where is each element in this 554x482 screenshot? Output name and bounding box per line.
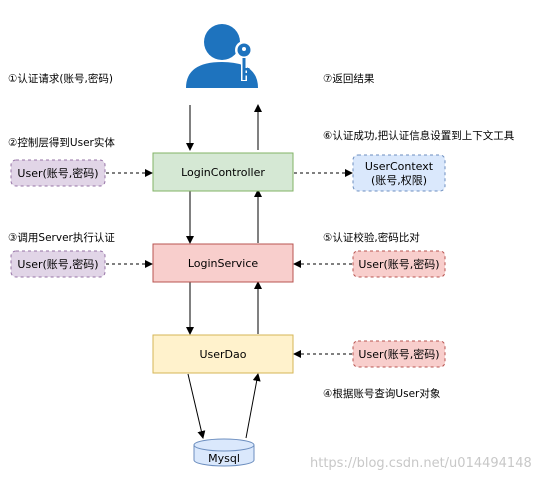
step-3-label: ③调用Server执行认证 xyxy=(8,231,115,244)
step-5-label: ⑤认证校验,密码比对 xyxy=(323,231,420,244)
login-controller-box: LoginController xyxy=(152,152,294,192)
login-controller-label: LoginController xyxy=(181,166,265,179)
user-dao-label: UserDao xyxy=(199,348,246,361)
step-4-label: ④根据账号查询User对象 xyxy=(323,387,440,400)
user-entity-left-1-label: User(账号,密码) xyxy=(17,166,98,180)
user-entity-right-service: User(账号,密码) xyxy=(352,250,446,278)
step-2-label: ②控制层得到User实体 xyxy=(8,136,115,149)
dashed-arrows xyxy=(106,169,353,358)
user-key-icon xyxy=(186,24,258,88)
watermark: https://blog.csdn.net/u014494148 xyxy=(310,456,532,471)
arrow-dao-to-mysql xyxy=(187,373,206,439)
user-dao-box: UserDao xyxy=(152,334,294,374)
user-entity-left-2: User(账号,密码) xyxy=(10,250,106,278)
mysql-label: Mysql xyxy=(208,452,240,465)
user-entity-right-dao-label: User(账号,密码) xyxy=(358,347,439,361)
user-context-label: UserContext xyxy=(365,160,434,173)
user-entity-left-1: User(账号,密码) xyxy=(10,159,106,187)
arrow-mysql-to-dao xyxy=(245,373,261,439)
user-context-box: UserContext (账号,权限) xyxy=(352,154,446,192)
vertical-arrows xyxy=(186,104,262,439)
user-entity-right-service-label: User(账号,密码) xyxy=(358,257,439,271)
step-1-label: ①认证请求(账号,密码) xyxy=(8,72,113,85)
user-entity-right-dao: User(账号,密码) xyxy=(352,340,446,368)
step-6-label: ⑥认证成功,把认证信息设置到上下文工具 xyxy=(323,129,515,142)
user-context-detail: (账号,权限) xyxy=(371,174,427,187)
mysql-database-icon: Mysql xyxy=(193,438,255,467)
step-7-label: ⑦返回结果 xyxy=(323,72,375,85)
login-service-box: LoginService xyxy=(152,243,294,283)
user-entity-left-2-label: User(账号,密码) xyxy=(17,257,98,271)
login-service-label: LoginService xyxy=(188,257,259,270)
